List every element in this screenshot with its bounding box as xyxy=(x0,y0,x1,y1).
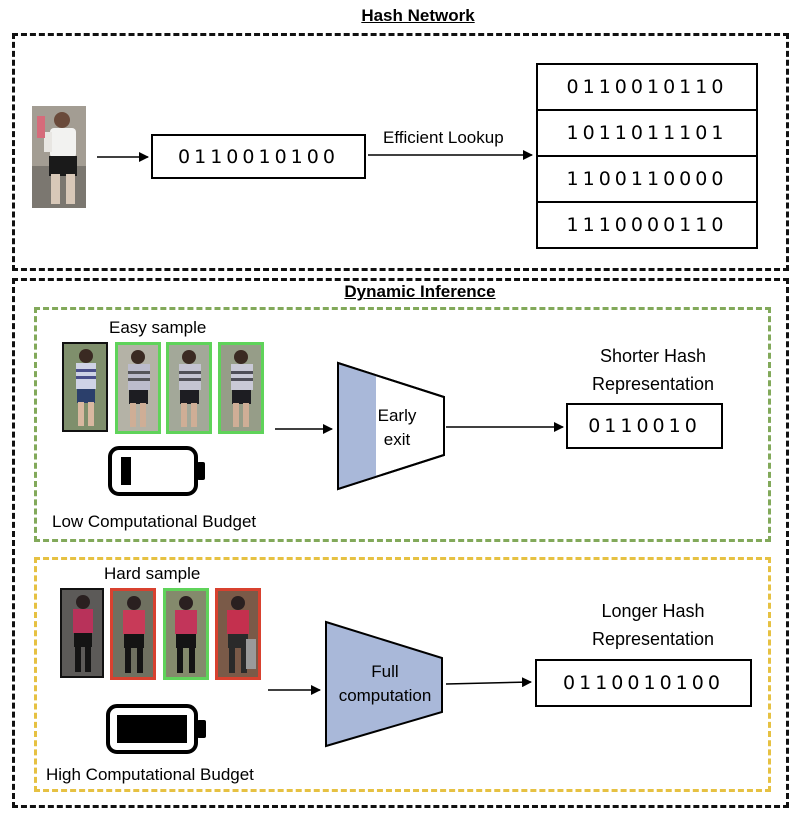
hash-network-box xyxy=(12,33,789,271)
shorter-hash-title: Shorter Hash Representation xyxy=(591,346,715,394)
early-exit-label: Early exit xyxy=(377,406,417,449)
easy-query-image xyxy=(62,342,108,432)
hard-mismatch-image xyxy=(215,588,261,680)
dynamic-inference-title: Dynamic Inference xyxy=(344,282,496,301)
dynamic-inference-box xyxy=(12,278,789,808)
query-person-image xyxy=(32,106,86,208)
hard-sample-panel xyxy=(34,557,771,792)
database-code-row: 1110000110 xyxy=(536,201,758,249)
hash-network-title: Hash Network xyxy=(361,6,475,25)
full-computation-network xyxy=(324,620,444,748)
easy-sample-panel xyxy=(34,307,771,542)
early-exit-network xyxy=(336,361,446,491)
database-code-row: 0110010110 xyxy=(536,63,758,111)
hard-sample-label: Hard sample xyxy=(104,564,201,583)
hash-database: 0110010110 1011011101 1100110000 1110000… xyxy=(536,63,758,249)
full-computation-label: Full computation xyxy=(338,662,432,705)
hard-mismatch-image xyxy=(110,588,156,680)
easy-match-image xyxy=(218,342,264,434)
easy-match-image xyxy=(166,342,212,434)
hard-query-image xyxy=(60,588,104,678)
easy-match-image xyxy=(115,342,161,434)
hard-match-image xyxy=(163,588,209,680)
query-hash-code: 0110010100 xyxy=(151,134,366,179)
low-budget-label: Low Computational Budget xyxy=(52,512,257,531)
database-code-row: 1100110000 xyxy=(536,155,758,203)
high-budget-label: High Computational Budget xyxy=(46,765,254,784)
easy-sample-label: Easy sample xyxy=(109,318,207,337)
database-code-row: 1011011101 xyxy=(536,109,758,157)
longer-hash-title: Longer Hash Representation xyxy=(591,601,715,649)
low-battery-icon xyxy=(108,446,208,498)
efficient-lookup-label: Efficient Lookup xyxy=(383,128,504,147)
shorter-hash-code: 0110010 xyxy=(566,403,723,449)
full-battery-icon xyxy=(106,704,210,756)
longer-hash-code: 0110010100 xyxy=(535,659,752,707)
